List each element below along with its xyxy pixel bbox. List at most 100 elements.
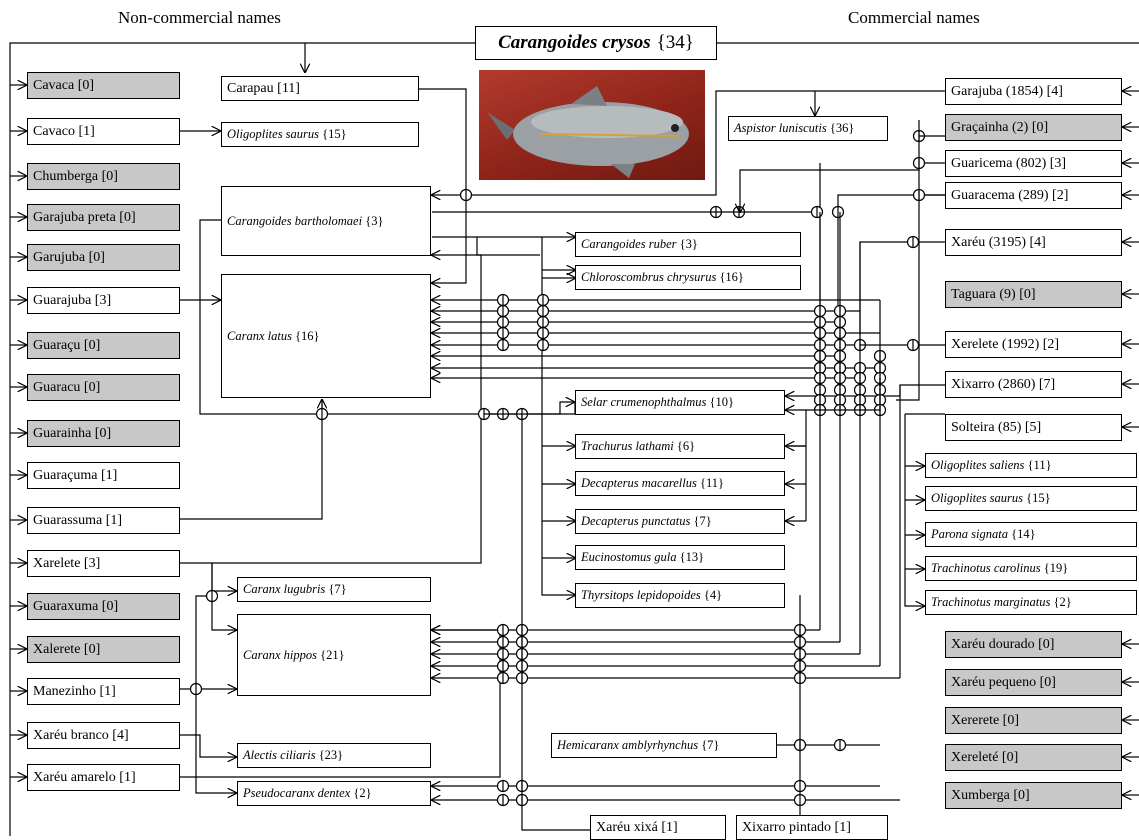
species-count: {14}	[1007, 527, 1036, 542]
commercial-name-taguara: Taguara (9) [0]	[945, 281, 1122, 308]
species-name: Chloroscombrus chrysurus	[581, 270, 717, 285]
species-trachinotus-marginatus: Trachinotus marginatus {2}	[925, 590, 1137, 615]
species-count: {11}	[1024, 458, 1052, 473]
connector-line	[432, 90, 945, 195]
commercial-header: Commercial names	[848, 8, 980, 27]
species-parona-signata: Parona signata {14}	[925, 522, 1137, 547]
species-name: Alectis ciliaris	[243, 748, 316, 763]
species-name: Xixarro pintado	[742, 819, 832, 835]
species-count: {15}	[1023, 491, 1051, 506]
noncommercial-name-xareu-branco: Xaréu branco [4]	[27, 722, 180, 749]
species-chloroscombrus-chrysurus: Chloroscombrus chrysurus {16}	[575, 265, 801, 290]
species-count: {2}	[350, 786, 372, 801]
noncommercial-name-guarassuma: Guarassuma [1]	[27, 507, 180, 534]
species-name: Carangoides bartholomaei	[227, 213, 363, 228]
connector-line	[195, 689, 236, 793]
noncommercial-name-xareu-amarelo: Xaréu amarelo [1]	[27, 764, 180, 791]
species-thyrsitops-lepidopoides: Thyrsitops lepidopoides {4}	[575, 583, 785, 608]
commercial-name-xerelete: Xerelete (1992) [2]	[945, 331, 1122, 358]
species-count: {36}	[826, 121, 855, 136]
connector-line	[896, 120, 920, 401]
connector-line	[476, 237, 540, 256]
species-count: [1]	[657, 819, 678, 835]
species-name: Parona signata	[931, 527, 1008, 542]
species-name: Oligoplites saurus	[227, 127, 320, 142]
noncommercial-name-cavaco: Cavaco [1]	[27, 118, 180, 145]
species-name: Trachurus lathami	[581, 439, 674, 454]
species-name: Xaréu xixá	[596, 819, 658, 835]
commercial-name-garajuba: Garajuba (1854) [4]	[945, 78, 1122, 105]
species-aspistor-luniscutis: Aspistor luniscutis {36}	[728, 116, 888, 141]
name-label: Xaréu (3195) [4]	[951, 234, 1046, 250]
name-label: Xererete [0]	[951, 712, 1020, 728]
name-label: Garajuba preta [0]	[33, 209, 136, 225]
species-name: Decapterus macarellus	[581, 476, 697, 491]
name-label: Xaréu branco [4]	[33, 727, 129, 743]
species-count: {21}	[316, 647, 345, 662]
connector-line	[740, 162, 945, 212]
species-name: Caranx lugubris	[243, 582, 326, 597]
species-trachurus-lathami: Trachurus lathami {6}	[575, 434, 785, 459]
species-selar-crumenophthalmus: Selar crumenophthalmus {10}	[575, 390, 785, 415]
species-name: Selar crumenophthalmus	[581, 395, 707, 410]
connector-line	[541, 237, 575, 595]
connector-line	[180, 400, 322, 520]
noncommercial-name-guarajuba: Guarajuba [3]	[27, 287, 180, 314]
connector-line	[180, 734, 236, 757]
species-count: {19}	[1040, 561, 1069, 576]
commercial-name-xixarro: Xixarro (2860) [7]	[945, 371, 1122, 398]
name-label: Garujuba [0]	[33, 249, 105, 265]
commercial-name-xumberga: Xumberga [0]	[945, 782, 1122, 809]
species-count: {3}	[676, 237, 698, 252]
central-species-count: {34}	[656, 32, 694, 53]
species-hemicaranx-amblyrhynchus: Hemicaranx amblyrhynchus {7}	[551, 733, 777, 758]
name-label: Xumberga [0]	[951, 787, 1030, 803]
species-count: {6}	[673, 439, 696, 454]
connector-line	[521, 414, 590, 831]
species-name: Carangoides ruber	[581, 237, 677, 252]
species-count: {13}	[676, 550, 705, 565]
non-commercial-header: Non-commercial names	[118, 8, 281, 27]
name-label: Garajuba (1854) [4]	[951, 83, 1063, 99]
connector-line	[859, 241, 945, 335]
noncommercial-name-garajuba-preta: Garajuba preta [0]	[27, 204, 180, 231]
species-count: {4}	[700, 588, 723, 603]
noncommercial-name-manezinho: Manezinho [1]	[27, 678, 180, 705]
species-count: [1]	[831, 819, 851, 835]
noncommercial-name-garujuba: Garujuba [0]	[27, 244, 180, 271]
species-name: Oligoplites saliens	[931, 458, 1025, 473]
name-label: Guaraçu [0]	[33, 337, 101, 353]
species-caranx-lugubris: Caranx lugubris {7}	[237, 577, 431, 602]
fish-illustration	[487, 86, 689, 178]
name-label: Chumberga [0]	[33, 168, 118, 184]
name-label: Cavaco [1]	[33, 123, 95, 139]
connector-line	[786, 378, 881, 410]
commercial-name-gracainha: Graçainha (2) [0]	[945, 114, 1122, 141]
name-label: Cavaca [0]	[33, 77, 95, 93]
species-xixarro-pintado: Xixarro pintado [1]	[736, 815, 888, 840]
species-trachinotus-carolinus: Trachinotus carolinus {19}	[925, 556, 1137, 581]
name-label: Guarajuba [3]	[33, 292, 112, 308]
name-label: Xerelete (1992) [2]	[951, 336, 1060, 352]
species-count: {7}	[690, 514, 712, 529]
species-pseudocaranx-dentex: Pseudocaranx dentex {2}	[237, 781, 431, 806]
species-count: {7}	[698, 738, 720, 753]
name-label: Guaricema (802) [3]	[951, 155, 1067, 171]
noncommercial-name-guarainha: Guarainha [0]	[27, 420, 180, 447]
species-count: {16}	[291, 328, 320, 343]
commercial-name-guaracema: Guaracema (289) [2]	[945, 182, 1122, 209]
species-name: Trachinotus carolinus	[931, 561, 1041, 576]
species-name: Eucinostomus gula	[581, 550, 677, 565]
commercial-name-xereléte: Xereleté [0]	[945, 744, 1122, 771]
noncommercial-name-guaraxuma: Guaraxuma [0]	[27, 593, 180, 620]
species-decapterus-punctatus: Decapterus punctatus {7}	[575, 509, 785, 534]
species-count: {7}	[325, 582, 347, 597]
connector-line	[419, 88, 467, 283]
species-name: Caranx latus	[227, 328, 292, 343]
species-name: Caranx hippos	[243, 647, 317, 662]
name-label: Graçainha (2) [0]	[951, 119, 1049, 135]
species-oligoplites-saliens: Oligoplites saliens {11}	[925, 453, 1137, 478]
central-species-name: Carangoides crysos	[498, 32, 651, 53]
species-carangoides-ruber: Carangoides ruber {3}	[575, 232, 801, 257]
